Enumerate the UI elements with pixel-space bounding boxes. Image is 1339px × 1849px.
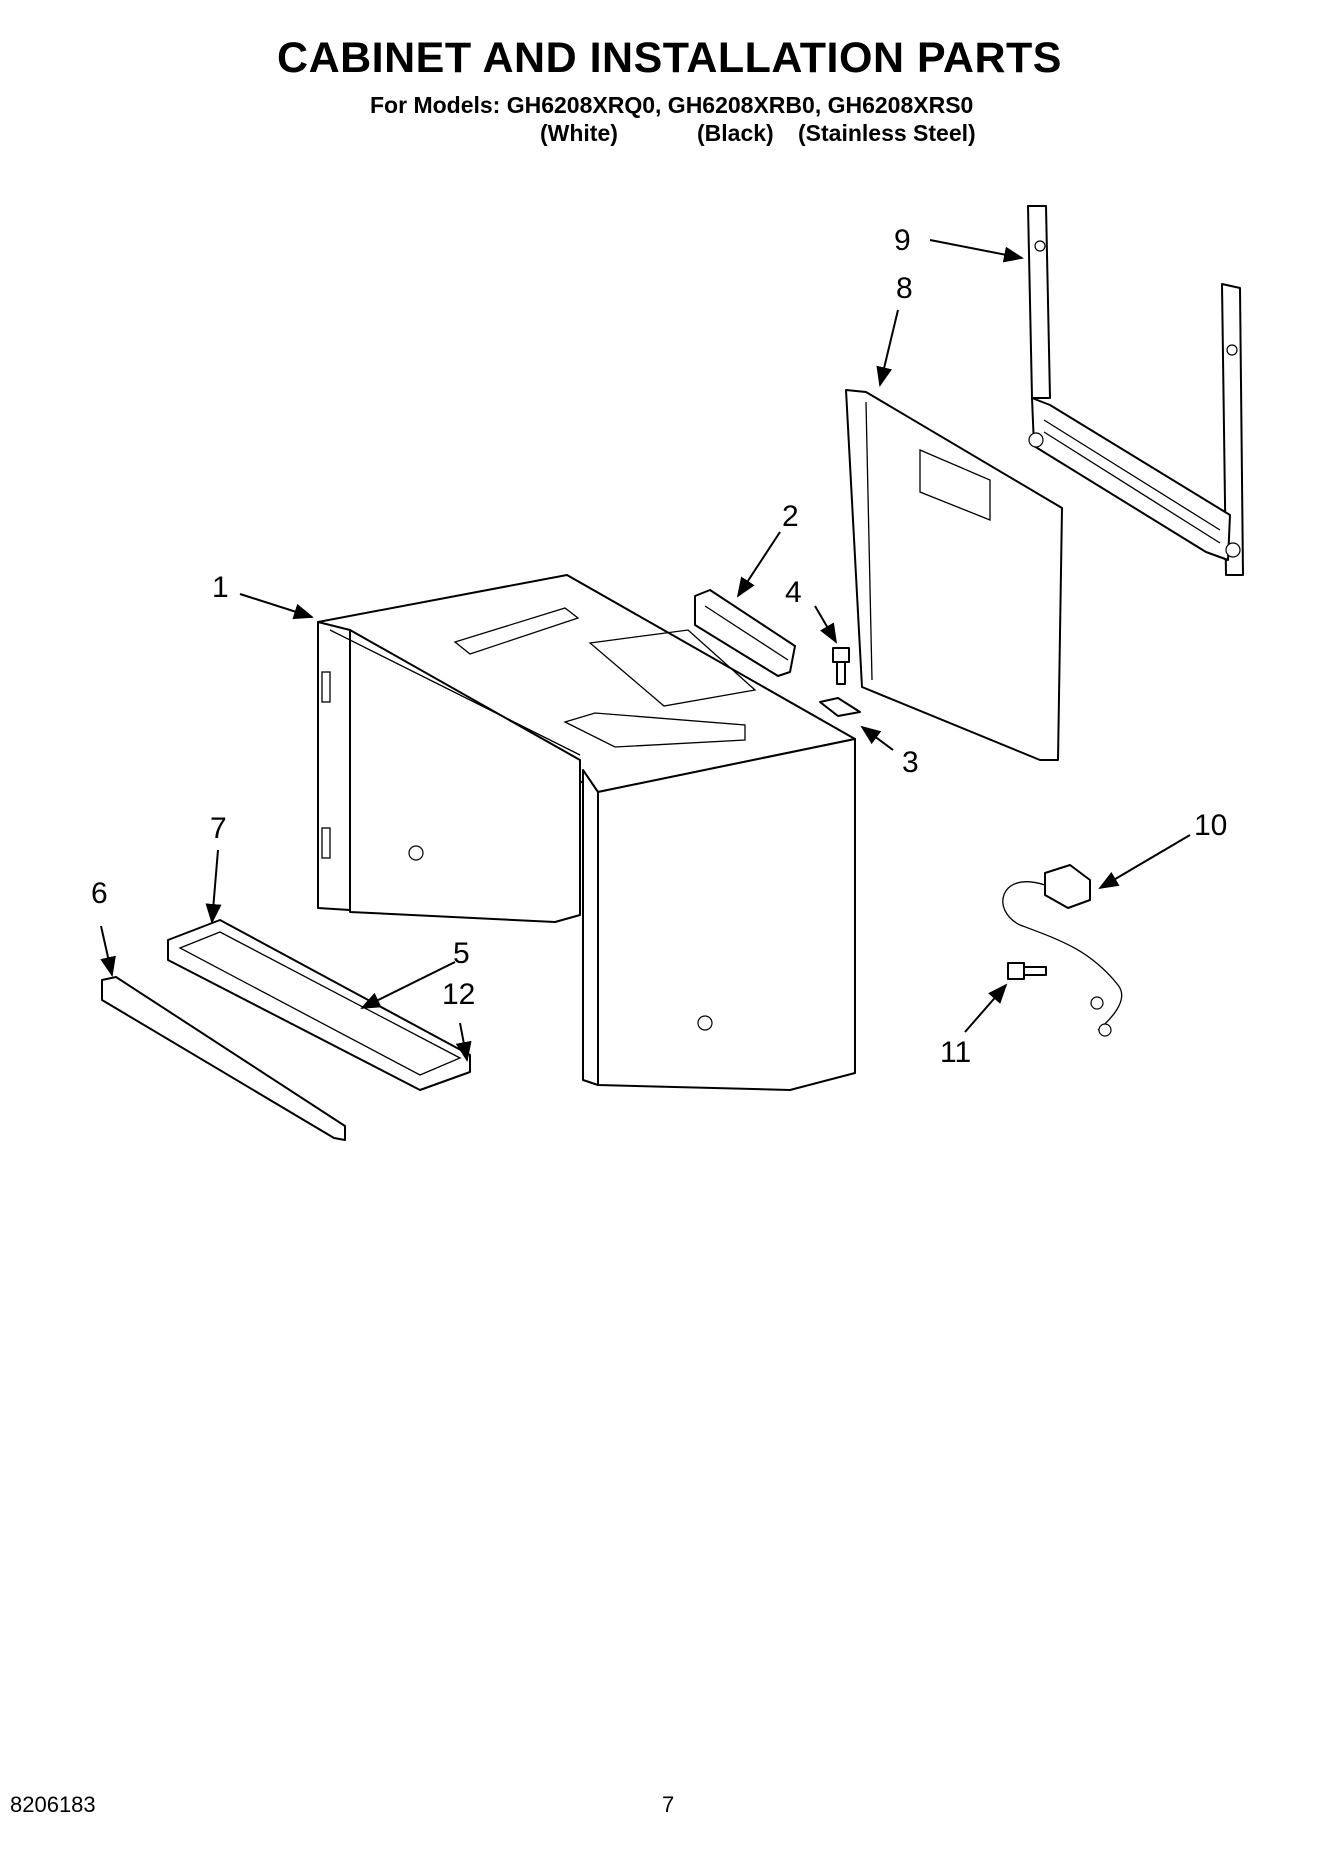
page-title: CABINET AND INSTALLATION PARTS: [277, 34, 1062, 82]
power-cord: [1002, 864, 1123, 1031]
callout-6: 6: [91, 877, 108, 910]
vent-trim: [101, 976, 346, 1141]
document-number: 8206183: [10, 1792, 96, 1817]
variant-black: (Black): [697, 120, 774, 146]
callout-11: 11: [940, 1036, 971, 1069]
callout-10: 10: [1194, 809, 1227, 842]
variant-stainless: (Stainless Steel): [798, 120, 976, 146]
callout-1: 1: [212, 571, 229, 604]
callout-5: 5: [453, 937, 470, 970]
back-panel: [845, 389, 1063, 761]
callout-3: 3: [902, 746, 919, 779]
cabinet-wrapper: [317, 574, 856, 1091]
page-number: 7: [662, 1792, 675, 1817]
mounting-plate: [1027, 205, 1244, 576]
callout-9: 9: [894, 224, 911, 257]
variant-white: (White): [540, 120, 618, 146]
bracket: [694, 589, 796, 677]
callout-2: 2: [782, 500, 799, 533]
callout-8: 8: [896, 272, 913, 305]
models-line: For Models: GH6208XRQ0, GH6208XRB0, GH62…: [370, 92, 974, 118]
screw: [832, 647, 850, 685]
callout-12: 12: [442, 978, 475, 1011]
callout-4: 4: [785, 576, 802, 609]
callout-7: 7: [210, 812, 227, 845]
leader-lines: [100, 239, 1191, 1062]
ground-screw: [1007, 962, 1112, 1037]
small-plate: [819, 697, 861, 717]
